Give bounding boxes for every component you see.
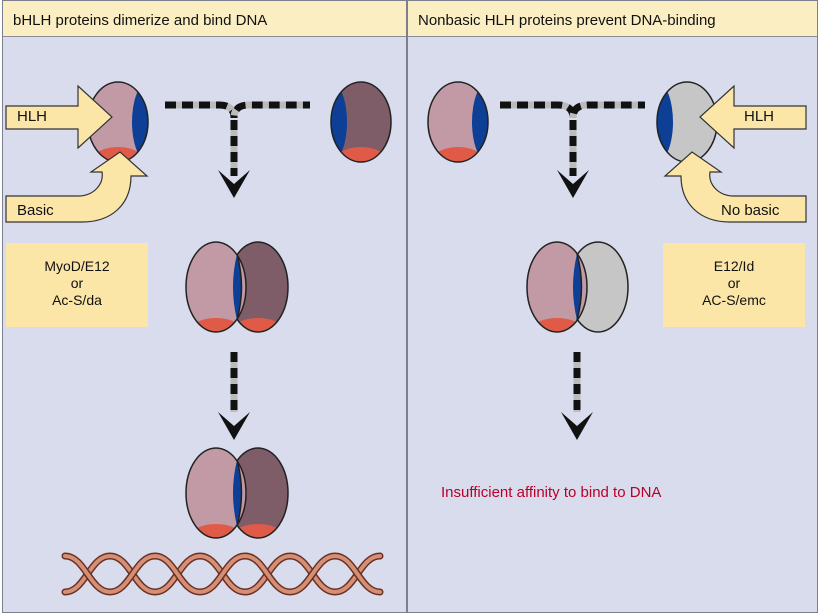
bhlh-dimer (185, 241, 289, 333)
hlh-arrow-right (699, 84, 807, 150)
right-dimerize-arrow (500, 101, 645, 198)
left-dimerize-arrow (165, 101, 310, 198)
nonbasic-dimer (526, 241, 629, 333)
no-basic-arrow (663, 151, 807, 223)
bhlh-dimer-bound (185, 447, 289, 539)
pair-name: MyoD/E12 (44, 258, 110, 274)
no-basic-label: No basic (721, 202, 780, 219)
left-pair-label: MyoD/E12 or Ac-S/da (6, 243, 148, 327)
pair-or: or (727, 275, 741, 291)
insufficient-affinity-text: Insufficient affinity to bind to DNA (441, 484, 662, 501)
pair-name: E12/Id (713, 258, 755, 274)
left-panel-title: bHLH proteins dimerize and bind DNA (3, 1, 406, 37)
pair-or: or (70, 275, 84, 291)
right-panel-title: Nonbasic HLH proteins prevent DNA-bindin… (408, 1, 817, 37)
pair-name: AC-S/emc (702, 292, 766, 308)
bhlh-monomer-right (330, 81, 392, 163)
hlh-monomer-basic (427, 81, 489, 163)
right-pair-label: E12/Id or AC-S/emc (663, 243, 805, 327)
hlh-label-right: HLH (744, 108, 775, 125)
hlh-arrow-left (5, 84, 113, 150)
left-binding-arrow (218, 352, 250, 440)
pair-name: Ac-S/da (52, 292, 102, 308)
basic-arrow (5, 151, 149, 223)
right-binding-arrow (561, 352, 593, 440)
basic-label: Basic (17, 202, 54, 219)
dna-helix (61, 552, 384, 596)
hlh-label-left: HLH (17, 108, 48, 125)
